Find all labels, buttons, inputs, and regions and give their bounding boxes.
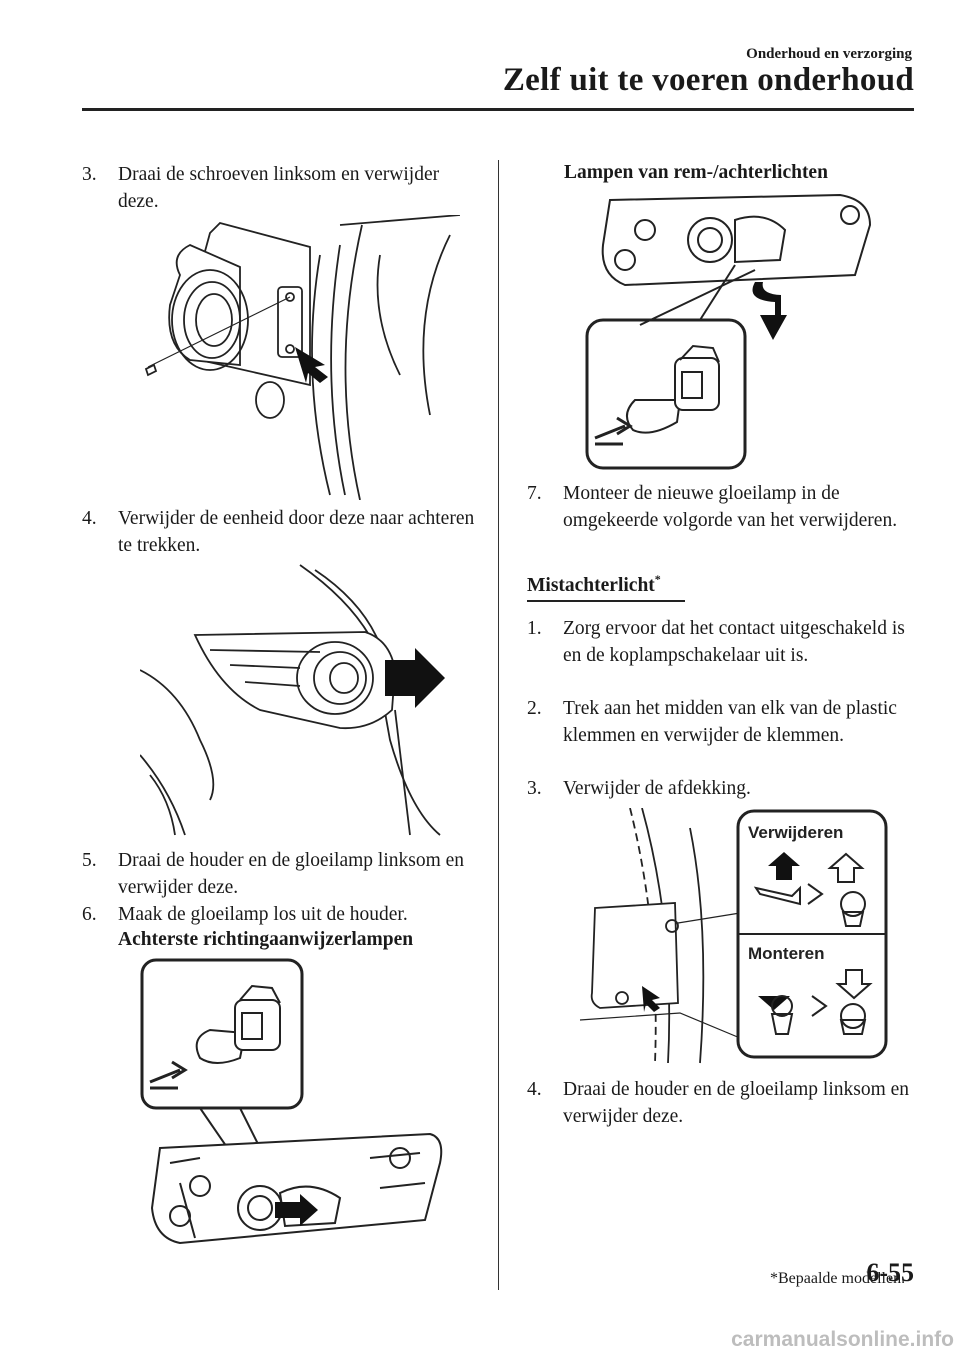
fog-step-3: 3. Verwijder de afdekking. — [527, 778, 751, 799]
section-title: Mistachterlicht* — [527, 572, 661, 596]
fog-step-4: 4. Draai de houder en de gloeilamp links… — [527, 1079, 910, 1127]
figure-screw-removal — [144, 215, 460, 500]
clip-install-label: Monteren — [748, 944, 825, 963]
step-4: 4. Verwijder de eenheid door deze naar a… — [82, 508, 475, 556]
fog-step-1: 1. Zorg ervoor dat het contact uitgescha… — [527, 618, 905, 666]
step-3: 3. Draai de schroeven linksom en verwijd… — [82, 164, 440, 212]
label-rear-turn-lamps: Achterste richtingaanwijzerlampen — [118, 929, 414, 950]
header-section: Onderhoud en verzorging — [746, 46, 912, 62]
clip-remove-label: Verwijderen — [748, 823, 843, 842]
page-title: Zelf uit te voeren onderhoud — [502, 62, 914, 98]
figure-brake-bulb — [585, 193, 872, 470]
install-clip-diagram — [758, 969, 873, 1035]
label-brake-lamps: Lampen van rem-/achterlichten — [564, 162, 828, 183]
figure-pull-unit — [140, 564, 445, 836]
column-divider — [498, 160, 499, 1290]
watermark: carmanualsonline.info — [731, 1328, 954, 1351]
figure-cover-clips: Verwijderen Monteren — [579, 808, 888, 1064]
fog-step-2: 2. Trek aan het midden van elk van de pl… — [527, 698, 897, 746]
page-number: 6-55 — [866, 1258, 914, 1287]
step-5: 5. Draai de houder en de gloeilamp links… — [82, 850, 465, 898]
footnote: *Bepaalde modellen. — [770, 1270, 906, 1287]
figure-rear-turn-bulb — [140, 958, 443, 1245]
remove-clip-diagram — [753, 852, 866, 927]
section-underline — [527, 600, 685, 602]
step-6: 6. Maak de gloeilamp los uit de houder. — [82, 904, 408, 925]
header-rule — [82, 108, 914, 111]
step-7: 7. Monteer de nieuwe gloeilamp in de omg… — [527, 483, 898, 531]
